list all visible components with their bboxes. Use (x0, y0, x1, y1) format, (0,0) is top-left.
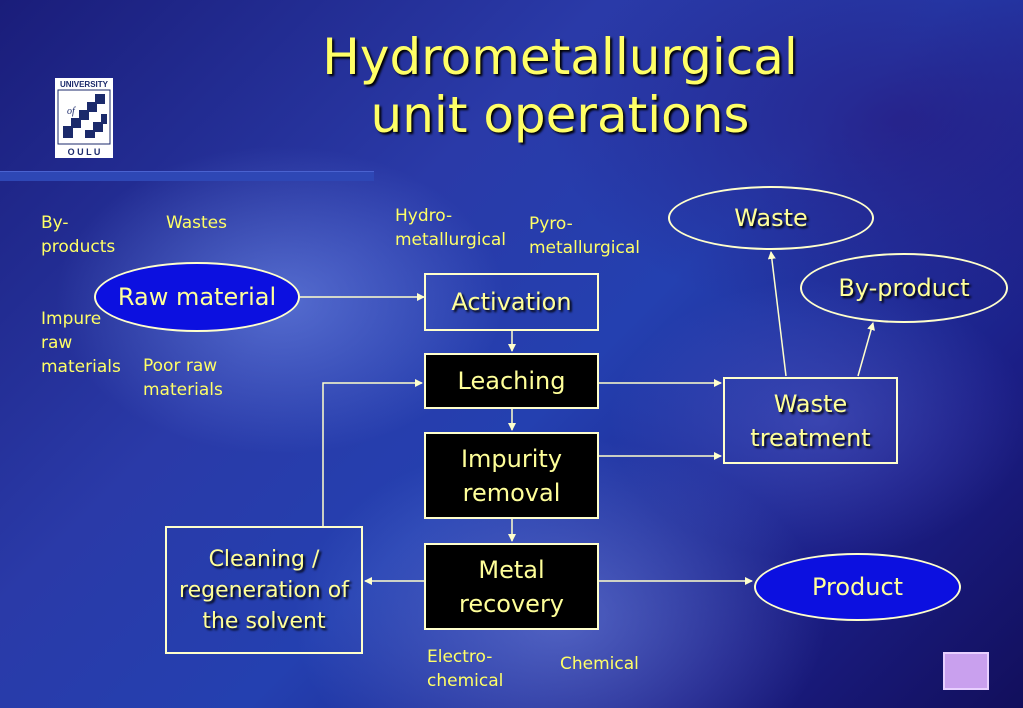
node-activation-label: Activation (451, 288, 572, 316)
node-leaching: Leaching (424, 353, 599, 409)
title-divider (0, 171, 374, 181)
slide-nav-button[interactable] (943, 652, 989, 690)
node-waste-treatment-label: Waste treatment (750, 389, 871, 452)
node-product: Product (754, 553, 961, 621)
node-leaching-label: Leaching (457, 367, 566, 395)
node-raw-material: Raw material (94, 262, 300, 332)
label-impure-raw-materials: Impure raw materials (41, 309, 121, 377)
node-cleaning-regeneration: Cleaning / regeneration of the solvent (165, 526, 363, 654)
arrow-cleaning-to-leaching (322, 379, 423, 526)
node-waste: Waste (668, 186, 874, 250)
title-line-2: unit operations (370, 86, 750, 144)
node-by-product: By-product (800, 253, 1008, 323)
node-waste-treatment: Waste treatment (723, 377, 898, 464)
node-metal-recovery-label: Metal recovery (458, 555, 565, 618)
label-wastes: Wastes (166, 213, 227, 233)
label-poor-raw-materials: Poor raw materials (143, 356, 223, 400)
logo-bottom-text: O U L U (68, 147, 101, 157)
label-chemical: Chemical (560, 654, 639, 674)
node-waste-label: Waste (734, 204, 808, 232)
label-electro-chemical: Electro-chemical (427, 647, 504, 691)
logo-of-text: of (67, 106, 76, 117)
label-hydro-metallurgical: Hydro-metallurgical (395, 206, 507, 250)
title-line-1: Hydrometallurgical (322, 28, 798, 86)
node-activation: Activation (424, 273, 599, 331)
university-logo-graphic: UNIVERSITY of O U L U (55, 78, 113, 158)
slide-title: Hydrometallurgical unit operations (250, 28, 870, 144)
node-metal-recovery: Metal recovery (424, 543, 599, 630)
node-product-label: Product (811, 573, 904, 601)
label-pyro-metallurgical: Pyro-metallurgical (529, 214, 641, 258)
label-by-products: By-products (41, 213, 116, 257)
arrow-waste-treatment-to-waste (767, 251, 787, 377)
node-by-product-label: By-product (838, 274, 970, 302)
logo-top-text: UNIVERSITY (60, 80, 109, 89)
arrow-waste-treatment-to-byproduct (857, 322, 875, 377)
node-cleaning-regeneration-label: Cleaning / regeneration of the solvent (179, 546, 349, 634)
node-impurity-removal-label: Impurity removal (460, 444, 563, 507)
university-logo: UNIVERSITY of O U L U (55, 78, 113, 158)
node-impurity-removal: Impurity removal (424, 432, 599, 519)
node-raw-material-label: Raw material (117, 283, 277, 311)
